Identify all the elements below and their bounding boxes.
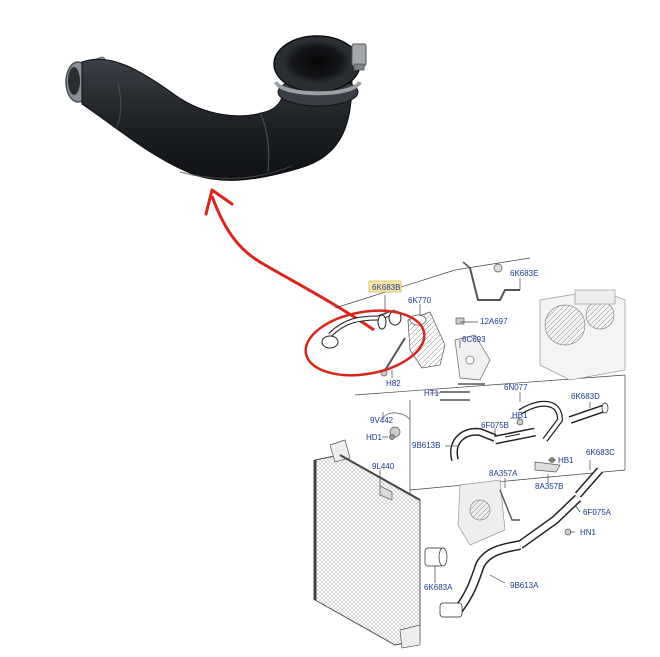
label-9b613a: 9B613A (510, 581, 539, 590)
label-hd1: HD1 (366, 433, 383, 442)
label-6k683e: 6K683E (510, 269, 538, 278)
highlight-box (368, 280, 402, 293)
label-6k683a: 6K683A (424, 583, 453, 592)
valve-block (457, 479, 506, 546)
turbo-assembly (539, 289, 626, 381)
part-6k770-housing (407, 311, 446, 369)
label-hn1: HN1 (580, 528, 597, 537)
label-6n077: 6N077 (504, 383, 528, 392)
label-hb1-lower: HB1 (558, 456, 574, 465)
label-9v442: 9V442 (370, 416, 394, 425)
label-6k683b: 6K683B (372, 283, 400, 292)
part-6k683a (424, 547, 448, 567)
exploded-diagram (313, 257, 626, 649)
label-8a357b: 8A357B (535, 482, 563, 491)
label-6k683c: 6K683C (586, 448, 615, 457)
label-9l440: 9L440 (372, 462, 395, 471)
label-6c693: 6C693 (462, 335, 486, 344)
label-6f075b: 6F075B (481, 421, 509, 430)
intercooler-9l440 (313, 439, 421, 649)
label-6k770: 6K770 (408, 296, 432, 305)
pointer-arrow (204, 188, 375, 332)
label-6k683d: 6K683D (571, 392, 600, 401)
label-9b613b: 9B613B (412, 441, 440, 450)
label-hb1-upper: HB1 (512, 411, 528, 420)
top-hose-clamp (274, 43, 367, 96)
label-6f075a: 6F075A (583, 508, 612, 517)
label-h82: H82 (386, 379, 401, 388)
hose-opening (283, 40, 351, 84)
part-6k683b-hose (321, 309, 402, 349)
label-12a697: 12A697 (480, 317, 508, 326)
hose-photo (65, 35, 367, 181)
highlight-oval (304, 309, 426, 377)
label-ht1: HT1 (424, 389, 440, 398)
label-8a357a: 8A357A (489, 469, 518, 478)
